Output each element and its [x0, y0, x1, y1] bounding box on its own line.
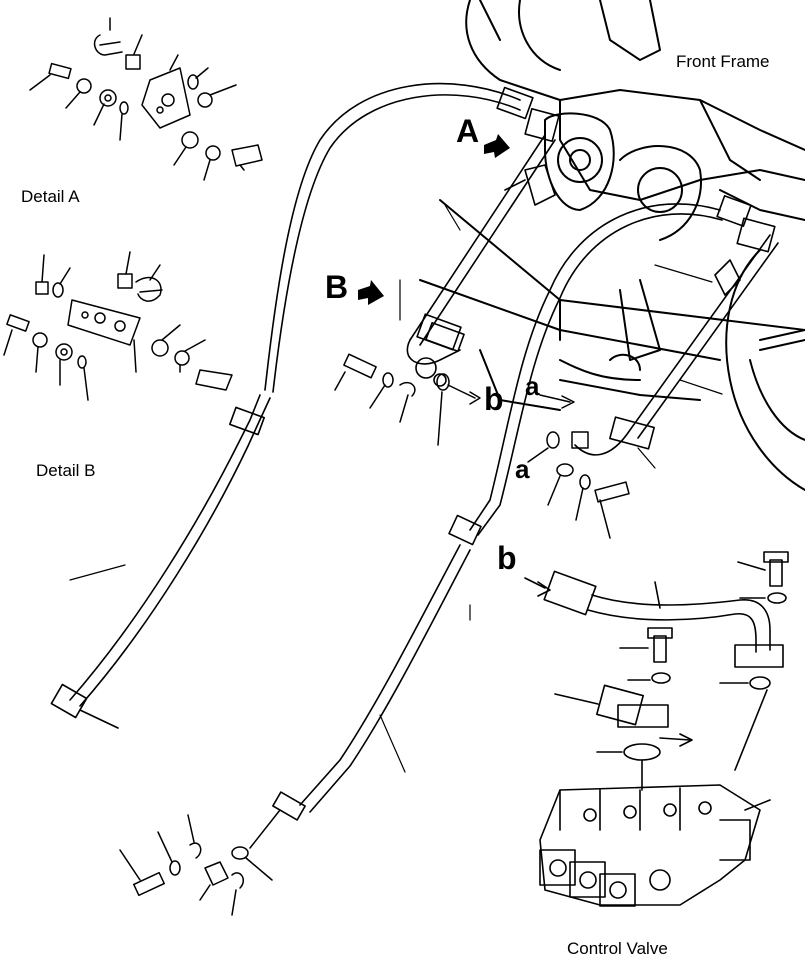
tubes: [406, 108, 779, 456]
hardware-a: [527, 394, 630, 539]
ref-a-lower: a: [515, 454, 530, 484]
ref-b-top: b: [484, 381, 504, 417]
hoses: [50, 82, 752, 821]
callout-a-letter: A: [456, 113, 480, 149]
hardware-b: [334, 353, 481, 446]
front-frame-label: Front Frame: [676, 52, 770, 71]
callout-arrows: [358, 134, 510, 305]
leader-lines: [69, 204, 723, 773]
detail-b-label: Detail B: [36, 461, 96, 480]
ref-a-top: a: [525, 371, 540, 401]
control-valve-label: Control Valve: [567, 939, 668, 957]
detail-a-label: Detail A: [21, 187, 80, 206]
valve-tube: [524, 551, 789, 771]
detail-a-drawing: [29, 17, 263, 181]
control-valve-body: [539, 784, 771, 907]
ref-b-lower: b: [497, 540, 517, 576]
front-frame: [419, 0, 805, 491]
mid-fitting: [554, 627, 693, 791]
detail-b-drawing: [3, 251, 233, 401]
callout-b-letter: B: [325, 269, 349, 305]
lower-fittings: [119, 809, 281, 916]
